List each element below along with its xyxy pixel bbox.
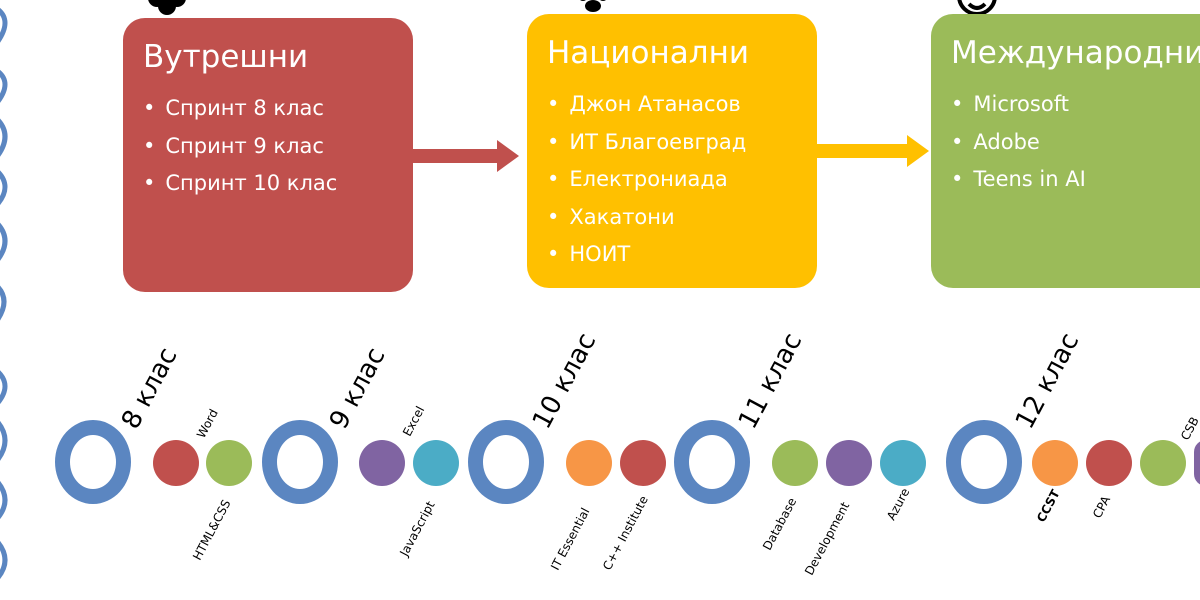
- list-item: Adobe: [951, 124, 1200, 162]
- international-competitions-box: Международни Microsoft Adobe Teens in AI: [931, 14, 1200, 288]
- list-item: Спринт 10 клас: [143, 165, 393, 203]
- skill-label-it-essential: IT Essential: [548, 505, 593, 573]
- grade-ring: [946, 420, 1022, 504]
- internal-title: Вутрешни: [143, 39, 309, 75]
- skill-label-excel: Excel: [400, 403, 428, 439]
- list-item: Спринт 9 клас: [143, 128, 393, 166]
- skill-dot-cpp-institute: [620, 440, 666, 486]
- list-item: Електрониада: [547, 161, 797, 199]
- skill-label-csb: CSB: [1178, 414, 1200, 443]
- skill-dot-html-css: [206, 440, 252, 486]
- skill-label-html-css: HTML&CSS: [190, 497, 234, 563]
- list-item: Teens in AI: [951, 161, 1200, 199]
- skill-dot-partial: [1194, 440, 1200, 486]
- skill-label-development: Development: [802, 499, 853, 578]
- skill-label-cpa: CPA: [1090, 493, 1114, 521]
- grade-ring: [55, 420, 131, 504]
- skill-dot-word: [153, 440, 199, 486]
- grade-label-8: 8 клас: [116, 342, 184, 435]
- internal-competitions-box: Вутрешни Спринт 8 клас Спринт 9 клас Спр…: [123, 18, 413, 292]
- arrow-right-icon: [817, 135, 929, 167]
- skill-label-azure: Azure: [884, 485, 913, 523]
- left-decoration: [0, 8, 8, 579]
- skill-dot-development: [826, 440, 872, 486]
- skill-label-cpp-institute: C++ Institute: [600, 493, 651, 573]
- skill-dot-azure: [880, 440, 926, 486]
- national-competitions-box: Национални Джон Атанасов ИТ Благоевград …: [527, 14, 817, 288]
- skill-label-word: Word: [194, 406, 221, 441]
- clover-icon: [148, 0, 186, 15]
- list-item: ИТ Благоевград: [547, 124, 797, 162]
- skill-label-ccst: CCST: [1034, 487, 1063, 525]
- skill-label-database: Database: [760, 495, 800, 553]
- grade-ring: [468, 420, 544, 504]
- skill-dot-it-essential: [566, 440, 612, 486]
- international-title: Международни: [951, 35, 1200, 71]
- paw-icon: [580, 0, 606, 12]
- list-item: НОИТ: [547, 236, 797, 274]
- skill-dot-cpa: [1086, 440, 1132, 486]
- grade-ring: [674, 420, 750, 504]
- grade-label-10: 10 клас: [527, 328, 603, 435]
- skill-dot-database: [772, 440, 818, 486]
- grade-label-12: 12 клас: [1010, 328, 1086, 435]
- skill-dot-excel: [359, 440, 405, 486]
- list-item: Microsoft: [951, 86, 1200, 124]
- skill-dot-javascript: [413, 440, 459, 486]
- skill-label-javascript: JavaScript: [397, 498, 438, 559]
- grade-label-9: 9 клас: [324, 342, 392, 435]
- arrow-right-icon: [413, 140, 519, 172]
- skill-dot-ccst: [1032, 440, 1078, 486]
- grade-label-11: 11 клас: [733, 328, 809, 435]
- national-title: Национални: [547, 35, 750, 71]
- skill-dot-csb: [1140, 440, 1186, 486]
- list-item: Джон Атанасов: [547, 86, 797, 124]
- list-item: Спринт 8 клас: [143, 90, 393, 128]
- list-item: Хакатони: [547, 199, 797, 237]
- grade-ring: [262, 420, 338, 504]
